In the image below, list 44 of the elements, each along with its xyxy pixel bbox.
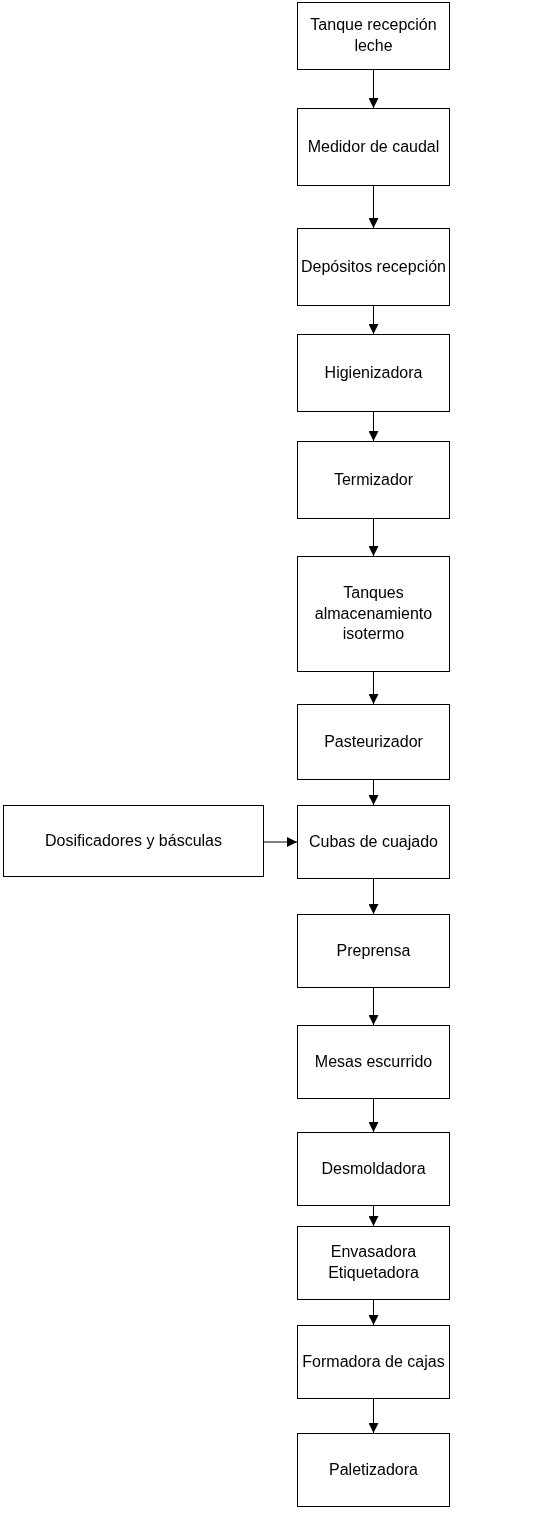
arrow bbox=[368, 1299, 379, 1326]
process-box bbox=[297, 1433, 450, 1507]
arrow bbox=[263, 837, 298, 847]
arrow bbox=[368, 987, 379, 1026]
process-box bbox=[297, 1226, 450, 1300]
process-box bbox=[297, 805, 450, 879]
arrow bbox=[368, 185, 379, 229]
arrow bbox=[368, 69, 379, 109]
process-box bbox=[297, 108, 450, 186]
process-box bbox=[297, 441, 450, 519]
arrow bbox=[368, 1205, 379, 1227]
box-label: Depósitos recepción bbox=[301, 256, 446, 277]
arrow bbox=[368, 1398, 379, 1434]
process-box bbox=[297, 1132, 450, 1206]
box-label: Tanque recepción leche bbox=[309, 15, 438, 56]
arrow bbox=[368, 305, 379, 335]
box-label: Higienizadora bbox=[324, 362, 423, 383]
arrow bbox=[368, 878, 379, 915]
process-box bbox=[3, 805, 264, 877]
box-label: Pasteurizador bbox=[324, 731, 423, 752]
box-label: Mesas escurrido bbox=[314, 1051, 433, 1072]
process-box bbox=[297, 228, 450, 306]
process-box bbox=[297, 556, 450, 672]
process-box bbox=[297, 2, 450, 70]
box-label: Termizador bbox=[333, 469, 414, 490]
box-label: Cubas de cuajado bbox=[309, 831, 438, 852]
process-box bbox=[297, 914, 450, 988]
process-box bbox=[297, 1325, 450, 1399]
box-label: Dosificadores y básculas bbox=[45, 830, 222, 851]
arrow bbox=[368, 411, 379, 442]
box-label: Envasadora Etiquetadora bbox=[327, 1242, 420, 1283]
process-box bbox=[297, 1025, 450, 1099]
arrow bbox=[368, 779, 379, 806]
arrow bbox=[368, 518, 379, 557]
box-label: Preprensa bbox=[336, 940, 411, 961]
box-label: Medidor de caudal bbox=[307, 136, 440, 157]
box-label: Desmoldadora bbox=[321, 1158, 426, 1179]
arrow bbox=[368, 1098, 379, 1133]
arrow bbox=[368, 671, 379, 705]
process-box bbox=[297, 704, 450, 780]
box-label: Paletizadora bbox=[329, 1459, 418, 1480]
process-box bbox=[297, 334, 450, 412]
box-label: Formadora de cajas bbox=[302, 1351, 445, 1372]
box-label: Tanques almacenamiento isotermo bbox=[313, 582, 434, 645]
